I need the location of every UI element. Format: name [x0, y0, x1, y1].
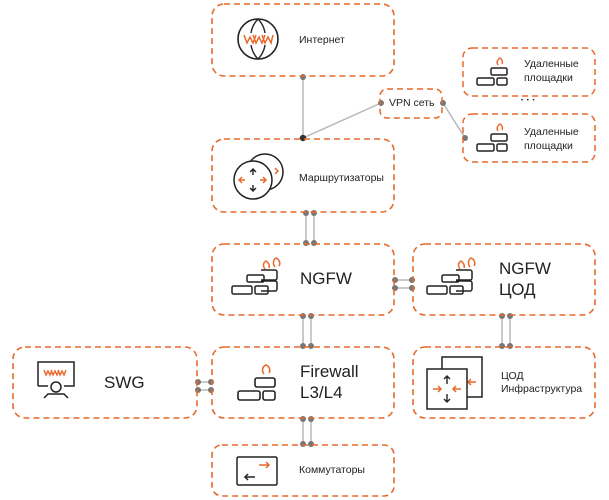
node-swg[interactable]: SWG — [12, 346, 198, 419]
node-switches-label: Коммутаторы — [299, 464, 365, 476]
node-ngfw-dc-label-line2: ЦОД — [499, 280, 536, 299]
node-border — [462, 113, 596, 163]
node-border — [211, 346, 395, 419]
node-swg-label: SWG — [104, 373, 145, 392]
router-icon — [233, 153, 284, 200]
swg-icon — [37, 361, 75, 399]
node-firewall-label-line2: L3/L4 — [300, 383, 343, 402]
node-dc-infrastructure[interactable]: ЦОД Инфраструктура — [412, 346, 596, 419]
node-internet-label: Интернет — [299, 34, 345, 46]
node-internet[interactable]: Интернет — [211, 3, 395, 77]
node-routers[interactable]: Маршрутизаторы — [211, 138, 395, 213]
node-border — [211, 3, 395, 77]
node-firewall-label-line1: Firewall — [300, 362, 359, 381]
node-ngfw-dc[interactable]: NGFW ЦОД — [412, 243, 596, 316]
node-border — [211, 243, 395, 316]
dc-switch-icon — [426, 356, 483, 410]
firewall-bricks-icon — [476, 123, 508, 152]
more-sites-ellipsis: • • • — [521, 98, 536, 104]
node-border — [211, 138, 395, 213]
node-vpn-label: VPN сеть — [389, 97, 435, 109]
node-ngfw-dc-label-line1: NGFW — [499, 259, 551, 278]
ngfw-icon — [231, 257, 281, 295]
node-ngfw[interactable]: NGFW — [211, 243, 395, 316]
node-vpn[interactable]: VPN сеть — [379, 88, 443, 119]
node-routers-label: Маршрутизаторы — [299, 172, 384, 184]
node-border — [412, 346, 596, 419]
link-routers-vpn — [302, 102, 382, 139]
switch-icon — [236, 456, 278, 486]
node-ngfw-label: NGFW — [300, 269, 352, 288]
node-dc-infrastructure-label-line2: Инфраструктура — [501, 383, 583, 395]
node-border — [12, 346, 198, 419]
node-remote-site-2-label-line1: Удаленные — [524, 126, 579, 138]
node-remote-site-2-label-line2: площадки — [524, 140, 573, 152]
node-border — [379, 88, 443, 119]
node-border — [412, 243, 596, 316]
ngfw-icon — [426, 257, 476, 295]
node-border — [211, 444, 395, 497]
node-remote-site-2[interactable]: Удаленные площадки — [462, 113, 596, 163]
node-remote-site-1[interactable]: Удаленные площадки — [462, 47, 596, 97]
node-switches[interactable]: Коммутаторы — [211, 444, 395, 497]
node-remote-site-1-label-line1: Удаленные — [524, 58, 579, 70]
node-remote-site-1-label-line2: площадки — [524, 72, 573, 84]
firewall-bricks-icon — [476, 57, 508, 86]
node-firewall[interactable]: Firewall L3/L4 — [211, 346, 395, 419]
www-globe-icon — [237, 18, 279, 60]
firewall-icon — [237, 364, 276, 401]
node-border — [462, 47, 596, 97]
node-dc-infrastructure-label-line1: ЦОД — [501, 370, 524, 382]
